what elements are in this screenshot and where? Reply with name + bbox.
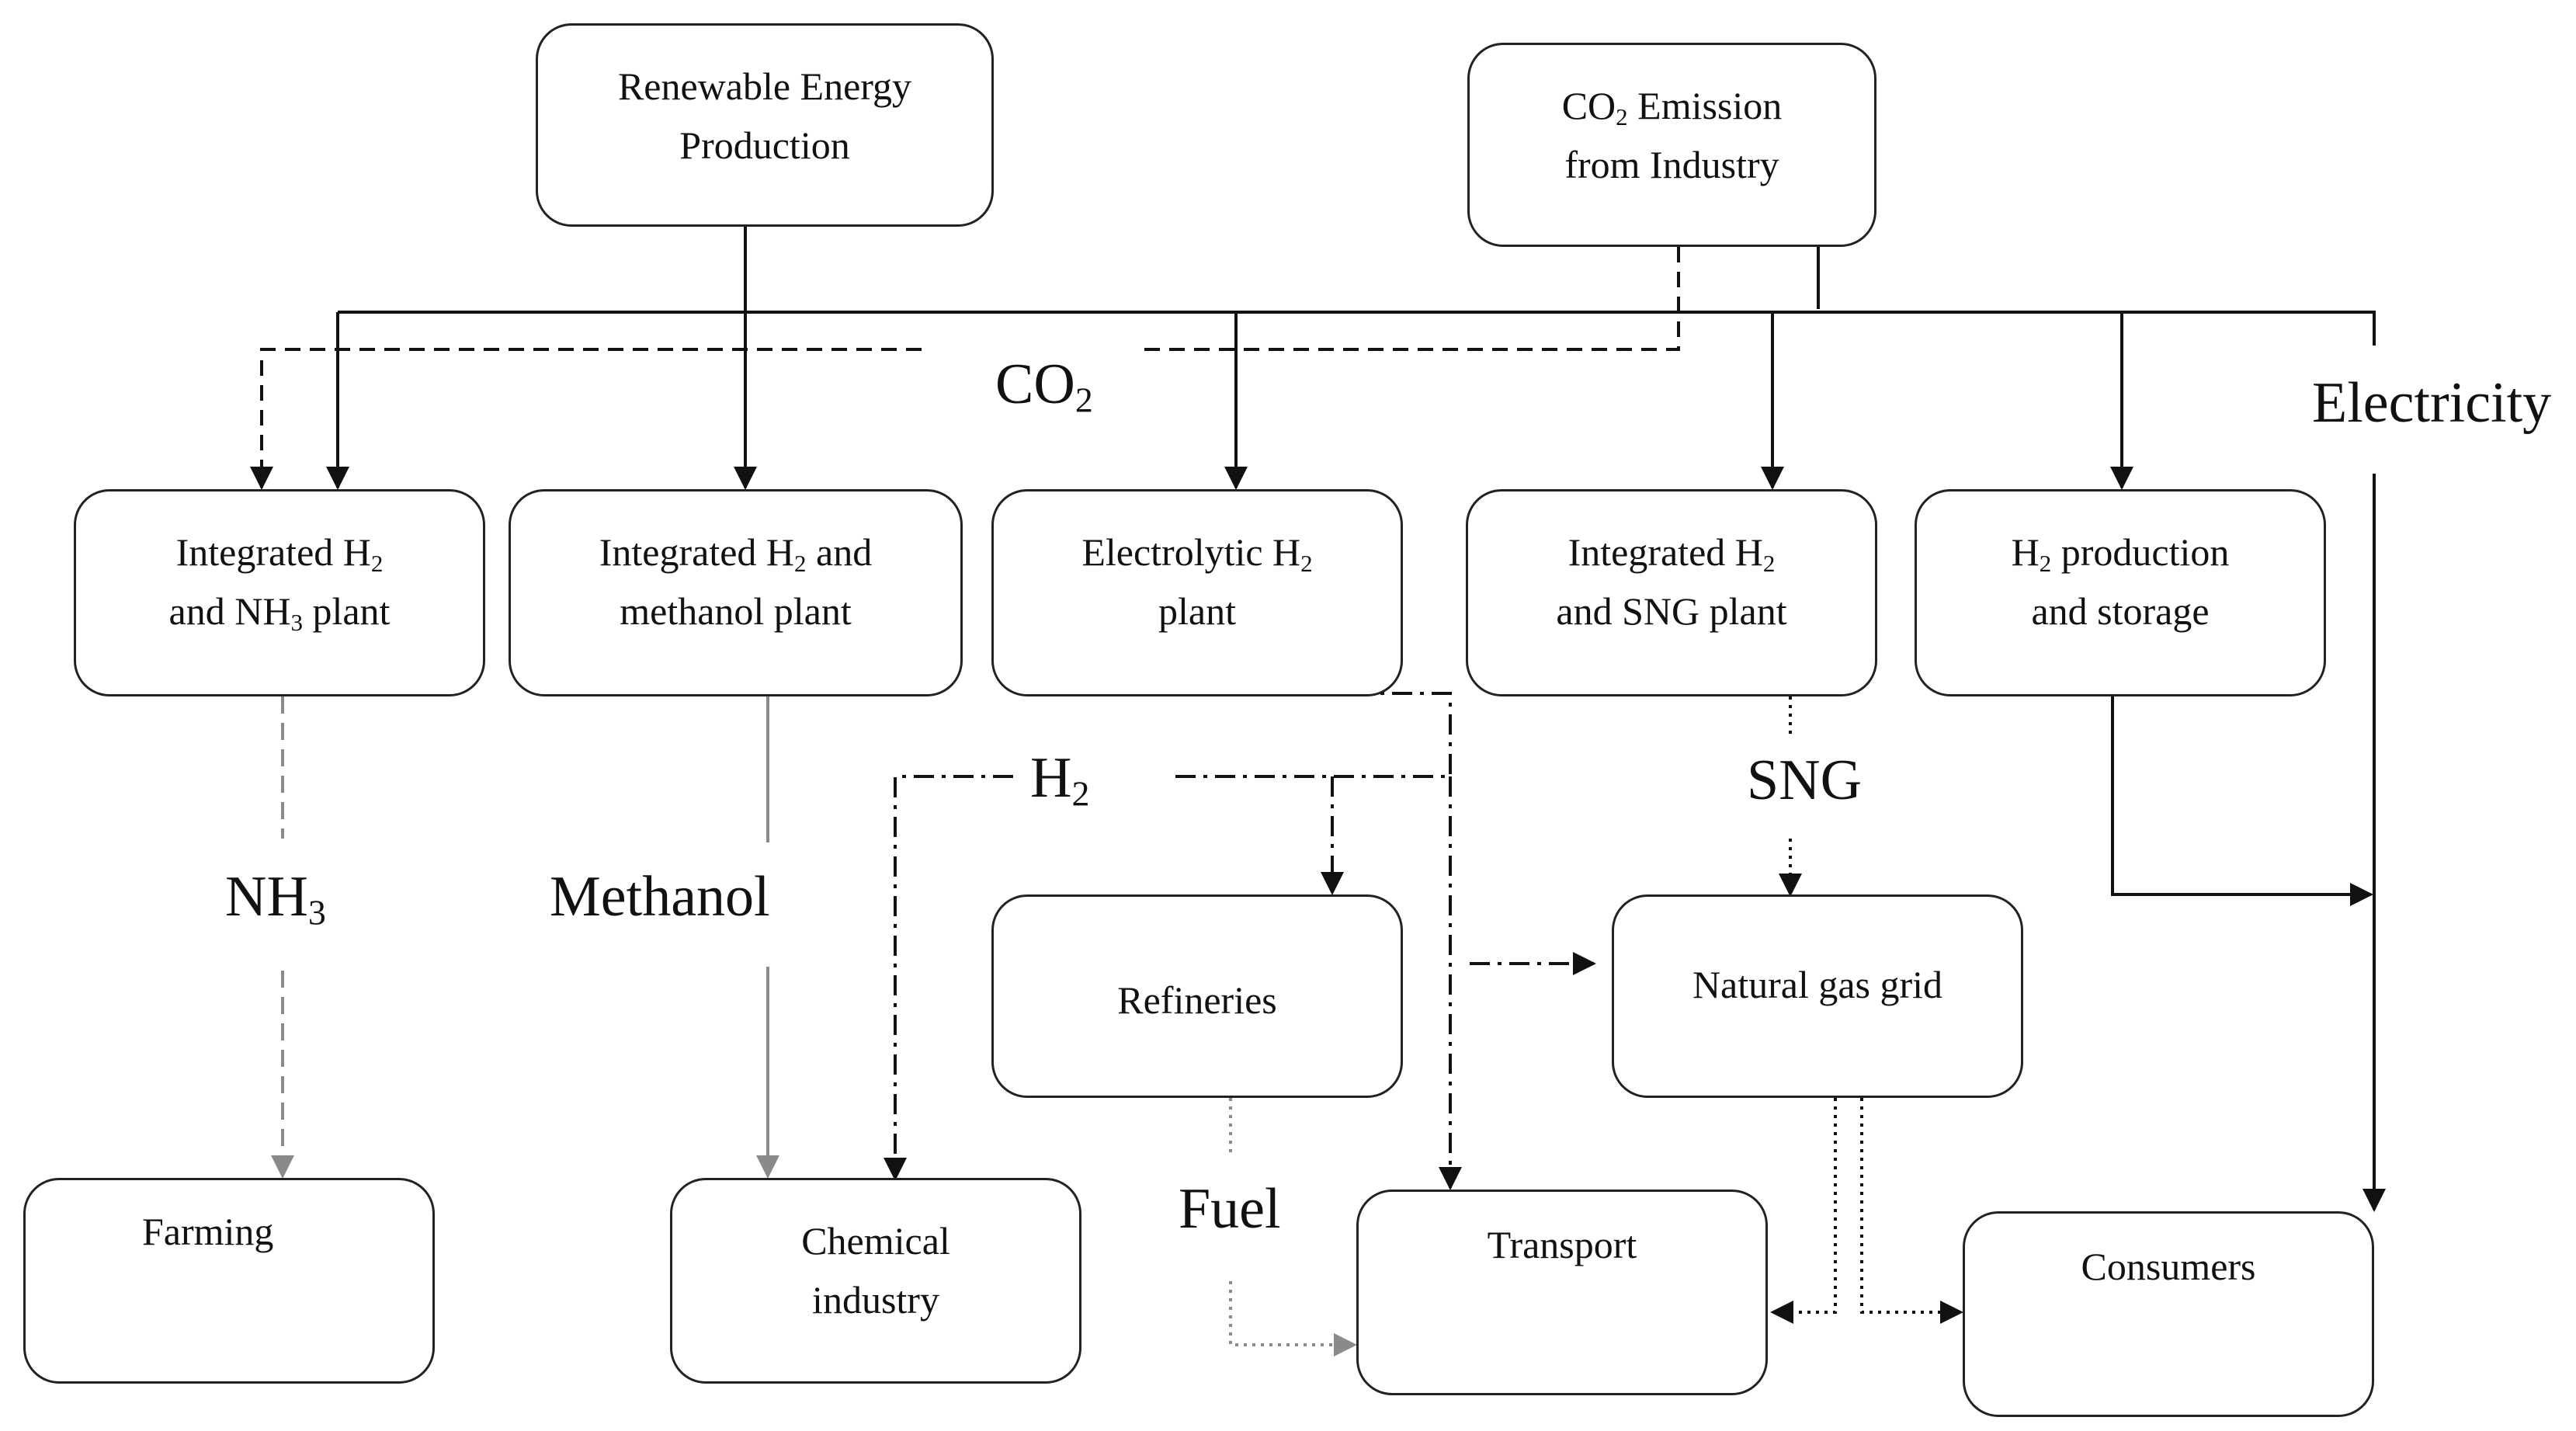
- node-label-line: and storage: [2031, 589, 2210, 633]
- node-label-line: Refineries: [1117, 978, 1277, 1022]
- node-label-line: Farming: [142, 1210, 274, 1253]
- node-label-line: plant: [1158, 589, 1236, 633]
- node-label-line: industry: [812, 1278, 939, 1322]
- subscript: 2: [370, 549, 384, 577]
- node-label-line: Consumers: [2081, 1245, 2256, 1288]
- label-text: CO: [995, 353, 1075, 416]
- node-label-line: Integrated H2: [176, 523, 384, 582]
- subscript: 2: [1300, 549, 1313, 577]
- electrolytic-h2-plant-node: Electrolytic H2 plant: [991, 489, 1403, 696]
- label-text: SNG: [1747, 748, 1863, 812]
- co2-from-industry-line: [1140, 247, 1680, 351]
- electrolytic-h2-trunk-line: [1171, 692, 1452, 778]
- node-label-line: Production: [679, 123, 850, 167]
- co2-lines: [250, 247, 1680, 490]
- transport-node: Transport: [1356, 1190, 1768, 1395]
- refineries-node: Refineries: [991, 894, 1403, 1098]
- node-label-line: Integrated H2 and: [599, 523, 872, 582]
- co2-to-nh3-plant-arrow: [250, 348, 922, 490]
- subscript: 3: [290, 608, 303, 636]
- label-text: H: [1030, 746, 1072, 810]
- sng-flow-label: SNG: [1747, 752, 1862, 809]
- node-label-text: plant: [302, 589, 391, 633]
- fuel-lines: [1229, 1098, 1357, 1356]
- node-label-line: H2 production: [2012, 523, 2230, 582]
- h2-production-storage-node: H2 production and storage: [1915, 489, 2326, 696]
- h2-nh3-plant-node: Integrated H2 and NH3 plant: [74, 489, 485, 696]
- h2-to-chemical-arrow: [884, 775, 1013, 1181]
- renewable-energy-node: Renewable Energy Production: [536, 23, 994, 227]
- node-label-line: and NH3 plant: [169, 582, 391, 641]
- nh3-flow-label: NH3: [225, 865, 326, 930]
- h2-sng-plant-node: Integrated H2 and SNG plant: [1466, 489, 1877, 696]
- co2-emission-node: CO2 Emission from Industry: [1467, 43, 1876, 247]
- node-label-text: and NH: [168, 589, 291, 633]
- electricity-flow-label: Electricity: [2312, 374, 2551, 432]
- co2-flow-label: CO2: [995, 353, 1093, 418]
- node-label-text: production: [2051, 530, 2230, 574]
- gas-grid-lines: [1770, 1098, 1963, 1324]
- node-label-line: Integrated H2: [1568, 523, 1776, 582]
- farming-node: Farming: [23, 1178, 435, 1384]
- node-label-line: Transport: [1487, 1223, 1637, 1266]
- node-label-line: and SNG plant: [1556, 589, 1787, 633]
- fuel-to-transport-arrow: [1229, 1281, 1357, 1356]
- label-text: NH: [225, 865, 308, 929]
- chemical-industry-node: Chemical industry: [670, 1178, 1081, 1384]
- node-label-line: from Industry: [1564, 143, 1779, 186]
- h2-flow-label: H2: [1030, 746, 1089, 811]
- node-label-line: methanol plant: [620, 589, 852, 633]
- node-label-text: and: [806, 530, 873, 574]
- subscript: 2: [1616, 102, 1628, 130]
- subscript: 2: [1074, 380, 1093, 420]
- subscript: 2: [794, 549, 807, 577]
- methanol-flow-label: Methanol: [550, 868, 770, 926]
- subscript: 2: [1762, 549, 1776, 577]
- node-label-line: Natural gas grid: [1692, 963, 1943, 1006]
- h2-storage-to-consumer-line-arrow: [2111, 692, 2373, 906]
- electricity-lines: [326, 227, 2386, 1212]
- subscript: 3: [307, 892, 326, 933]
- label-text: Fuel: [1179, 1177, 1281, 1241]
- node-label-text: Electrolytic H: [1081, 530, 1301, 574]
- node-label-text: Integrated H: [175, 530, 371, 574]
- node-label-text: Integrated H: [1567, 530, 1763, 574]
- node-label-text: CO: [1561, 84, 1616, 127]
- label-text: Methanol: [550, 865, 770, 929]
- node-label-line: Chemical: [801, 1219, 950, 1263]
- node-label-line: Renewable Energy: [617, 64, 912, 108]
- node-label-text: Integrated H: [599, 530, 795, 574]
- subscript: 2: [1071, 773, 1090, 814]
- node-label-text: Emission: [1627, 84, 1783, 127]
- fuel-flow-label: Fuel: [1179, 1180, 1281, 1238]
- electricity-bus-line: [338, 311, 2376, 346]
- node-label-line: CO2 Emission: [1562, 76, 1783, 135]
- node-label-text: H: [2011, 530, 2040, 574]
- label-text: Electricity: [2312, 371, 2552, 435]
- gas-grid-to-consumers-arrow: [1860, 1098, 1963, 1324]
- node-label-line: Electrolytic H2: [1081, 523, 1312, 582]
- subscript: 2: [2039, 549, 2052, 577]
- consumers-node: Consumers: [1963, 1211, 2374, 1417]
- h2-methanol-plant-node: Integrated H2 and methanol plant: [509, 489, 963, 696]
- gas-grid-to-transport-arrow: [1770, 1098, 1837, 1324]
- natural-gas-grid-node: Natural gas grid: [1612, 894, 2023, 1098]
